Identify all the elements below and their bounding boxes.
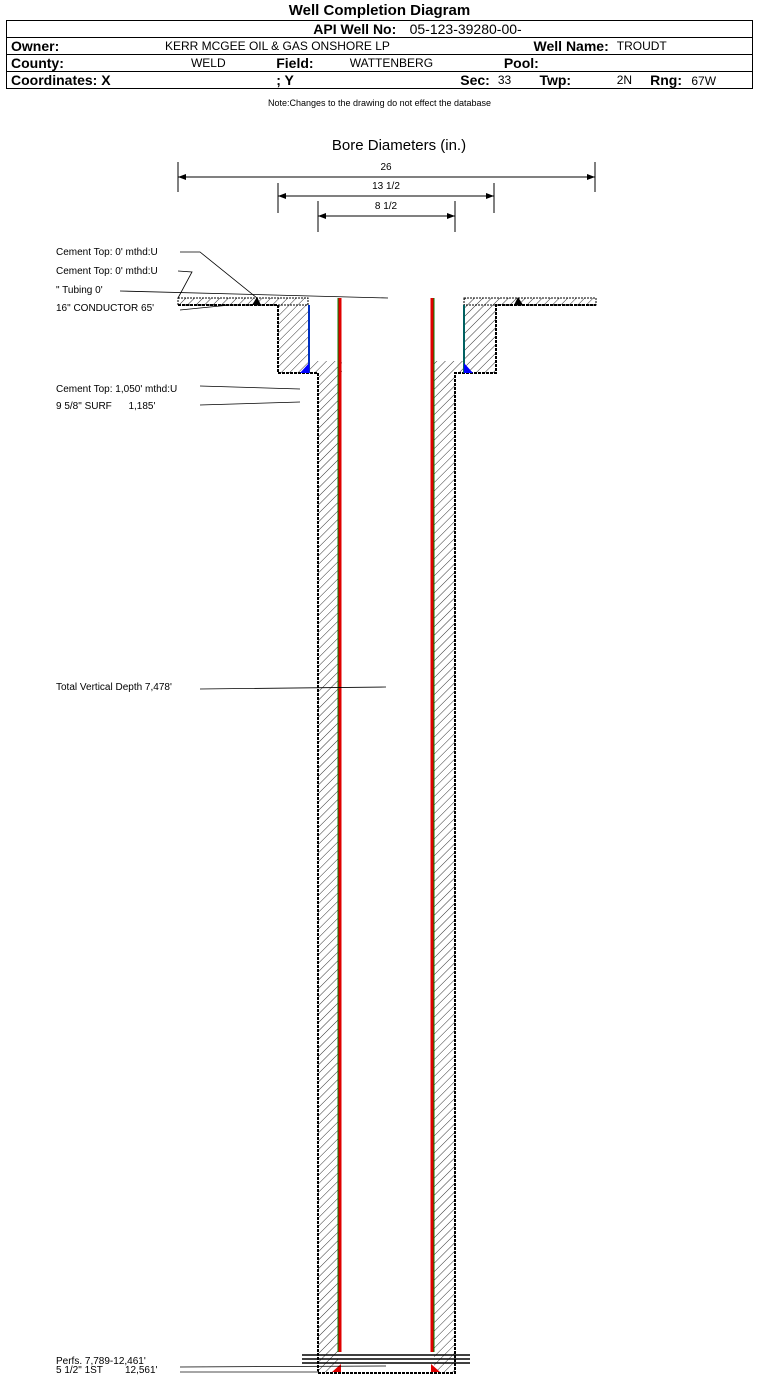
sec-value: 33 — [497, 73, 512, 87]
pool-label: Pool: — [503, 55, 539, 71]
owner-value: KERR MCGEE OIL & GAS ONSHORE LP — [164, 39, 390, 53]
bore-dimension-13-1-2: 13 1/2 — [277, 181, 495, 213]
sec-label: Sec: — [460, 72, 490, 88]
twp-value: 2N — [616, 73, 633, 87]
cement-top-label-2: Cement Top: 0' mthd:U — [56, 266, 158, 277]
county-value: WELD — [190, 56, 226, 70]
tubing-label: " Tubing 0' — [56, 285, 103, 296]
coordinates-label: Coordinates: X — [11, 72, 111, 88]
note-text: Note:Changes to the drawing do not effec… — [268, 98, 491, 108]
y-label: ; Y — [276, 72, 294, 88]
api-label: API Well No: — [313, 21, 397, 37]
api-value: 05-123-39280-00- — [409, 21, 522, 37]
rng-value: 67W — [691, 74, 717, 88]
perforations — [302, 1354, 470, 1364]
conductor-cement — [177, 297, 597, 373]
cement-top-label-3: Cement Top: 1,050' mthd:U — [56, 384, 177, 395]
bore-diameters-title: Bore Diameters (in.) — [332, 137, 466, 154]
cement-top-label-1: Cement Top: 0' mthd:U — [56, 247, 158, 258]
tvd-label: Total Vertical Depth 7,478' — [56, 682, 172, 693]
page-title: Well Completion Diagram — [288, 2, 471, 19]
bore-dimension-26: 26 — [177, 162, 596, 192]
well-name-value: TROUDT — [616, 39, 667, 53]
well-name-label: Well Name: — [533, 38, 609, 54]
field-label: Field: — [276, 55, 314, 71]
surface-casing-label: 9 5/8" SURF 1,185' — [56, 401, 155, 412]
svg-text:26: 26 — [380, 162, 392, 173]
rng-label: Rng: — [650, 72, 682, 88]
owner-label: Owner: — [11, 38, 60, 54]
twp-label: Twp: — [539, 72, 572, 88]
production-casing — [332, 298, 440, 1372]
well-header-table: API Well No: 05-123-39280-00- Owner: KER… — [6, 20, 753, 89]
svg-text:8 1/2: 8 1/2 — [375, 201, 398, 212]
production-casing-label: 5 1/2" 1ST 12,561' — [56, 1365, 158, 1376]
county-label: County: — [11, 55, 64, 71]
production-cement — [318, 373, 455, 1372]
conductor-label: 16" CONDUCTOR 65' — [56, 303, 154, 314]
borehole-walls — [178, 304, 596, 1374]
perfs-label: Perfs. 7,789-12,461' — [56, 1356, 146, 1367]
field-value: WATTENBERG — [349, 56, 434, 70]
bore-dimension-8-1-2: 8 1/2 — [317, 201, 456, 232]
svg-text:13 1/2: 13 1/2 — [372, 181, 400, 192]
surface-casing — [252, 297, 523, 373]
leader-lines — [119, 251, 389, 1373]
